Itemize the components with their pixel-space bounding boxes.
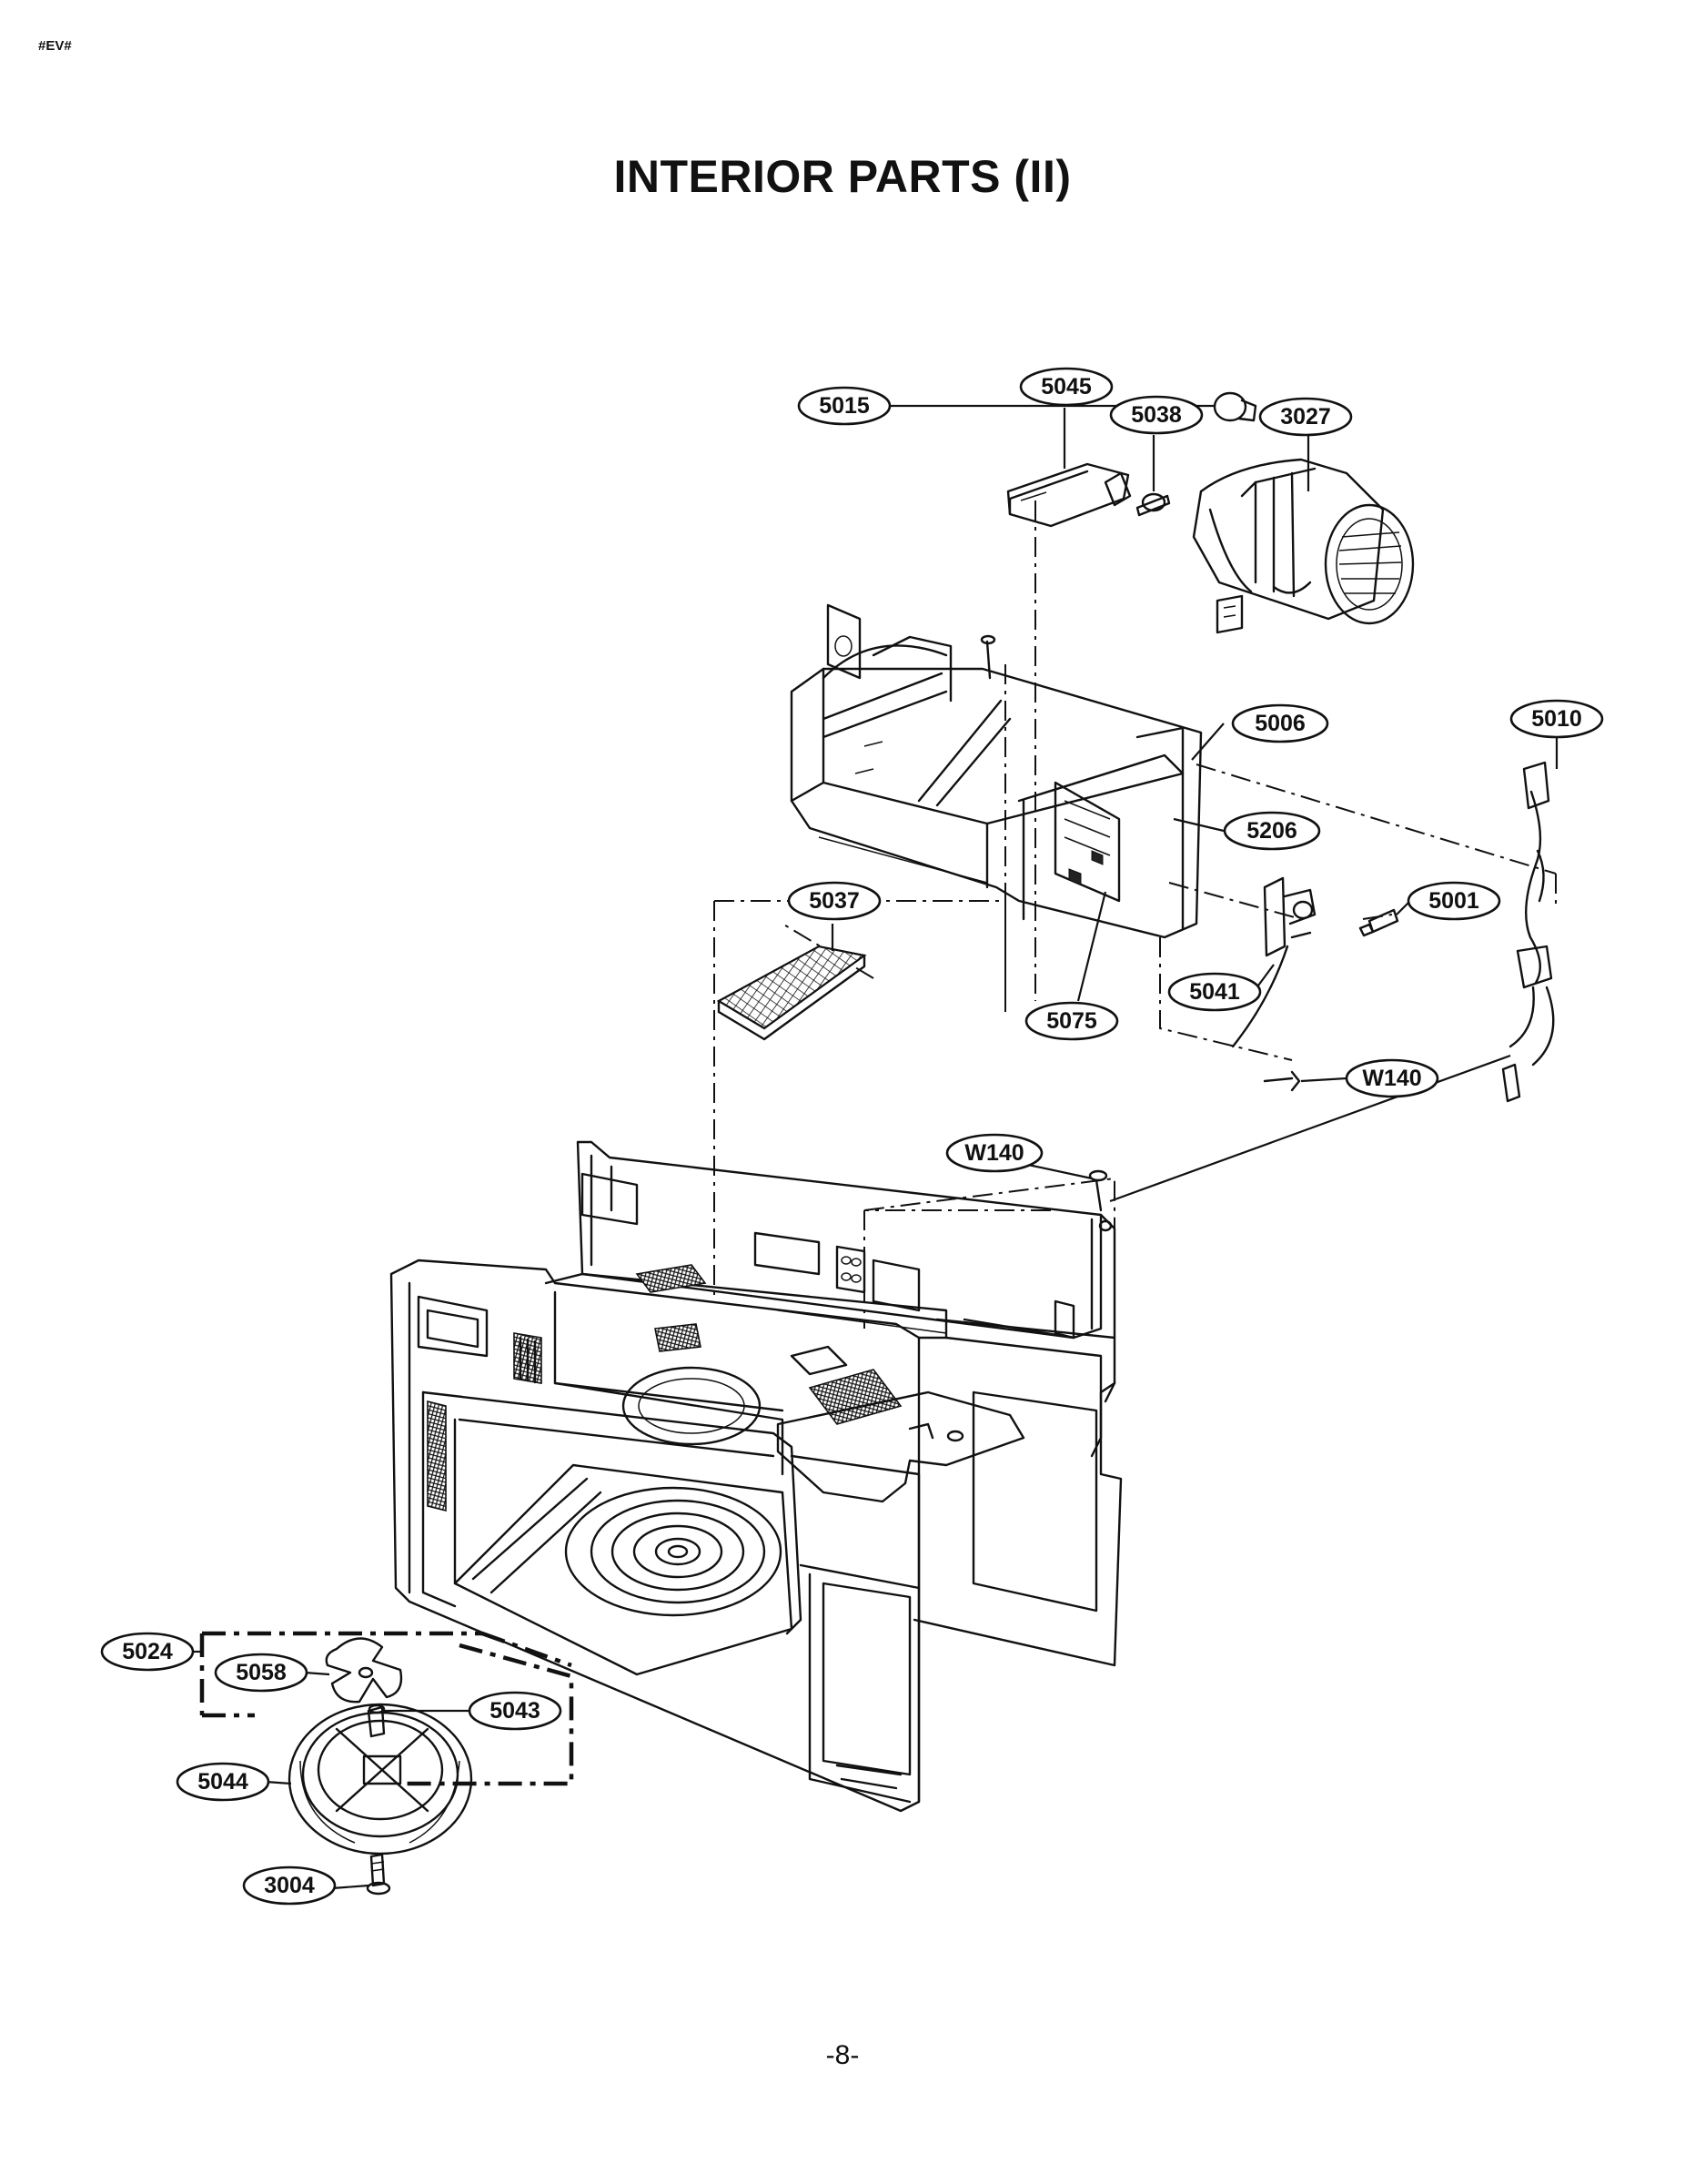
stirrer-cover xyxy=(288,1703,473,1855)
callout-label: 5038 xyxy=(1131,402,1182,428)
callout-5001: 5001 xyxy=(1407,881,1501,921)
control-frame-bracket xyxy=(790,603,1203,939)
callout-label: 5037 xyxy=(809,888,860,914)
callout-label: 5075 xyxy=(1046,1008,1097,1034)
callout-label: 3027 xyxy=(1280,404,1331,430)
callout-3004: 3004 xyxy=(242,1866,337,1906)
callout-5044: 5044 xyxy=(176,1762,270,1802)
callout-label: 5001 xyxy=(1428,888,1479,914)
cover-screw xyxy=(366,1853,391,1896)
callout-5024: 5024 xyxy=(100,1632,195,1672)
callout-label: 5006 xyxy=(1255,711,1306,736)
callout-label: 5010 xyxy=(1531,706,1582,732)
callout-5041: 5041 xyxy=(1167,972,1262,1012)
thermostat xyxy=(1104,471,1171,517)
callout-5006: 5006 xyxy=(1231,703,1329,743)
callout-label: W140 xyxy=(964,1140,1024,1166)
callout-5058: 5058 xyxy=(214,1653,308,1693)
callout-label: 5206 xyxy=(1246,818,1297,844)
callout-leader-lines xyxy=(193,404,1559,1890)
callout-label: 5043 xyxy=(489,1698,540,1724)
callout-label: 5041 xyxy=(1189,979,1240,1005)
callout-3027: 3027 xyxy=(1258,397,1353,437)
oven-cavity-assembly xyxy=(389,1140,1123,1813)
callout-5010: 5010 xyxy=(1509,699,1604,739)
stirrer-blade xyxy=(325,1637,403,1704)
callout-label: 5024 xyxy=(122,1639,173,1664)
callout-label: 5045 xyxy=(1041,374,1092,399)
callout-w140-lower: W140 xyxy=(945,1133,1044,1173)
callout-label: 3004 xyxy=(264,1873,315,1898)
blower-motor-assembly xyxy=(1192,458,1415,634)
callout-label: 5015 xyxy=(819,393,870,419)
stirrer-group-outline xyxy=(199,1631,574,1786)
callout-w140-upper: W140 xyxy=(1345,1058,1439,1098)
callout-5045: 5045 xyxy=(1019,367,1114,407)
page-number: -8- xyxy=(825,2040,860,2070)
callout-5043: 5043 xyxy=(468,1691,562,1731)
callout-label: 5044 xyxy=(197,1769,248,1795)
grease-filter xyxy=(716,945,867,1041)
callout-5206: 5206 xyxy=(1223,811,1321,851)
callout-5015: 5015 xyxy=(797,386,892,426)
document-code-mark: #EV# xyxy=(38,38,72,54)
page-title: INTERIOR PARTS (II) xyxy=(613,151,1072,202)
callout-label: W140 xyxy=(1362,1066,1421,1091)
lamp-bulb xyxy=(1213,391,1257,422)
thermal-sensor-bracket xyxy=(1231,876,1399,1092)
callout-label: 5058 xyxy=(236,1660,287,1685)
callout-5075: 5075 xyxy=(1024,1001,1119,1041)
callout-5037: 5037 xyxy=(787,881,882,921)
callout-5038: 5038 xyxy=(1109,395,1204,435)
power-cord xyxy=(1109,761,1555,1203)
